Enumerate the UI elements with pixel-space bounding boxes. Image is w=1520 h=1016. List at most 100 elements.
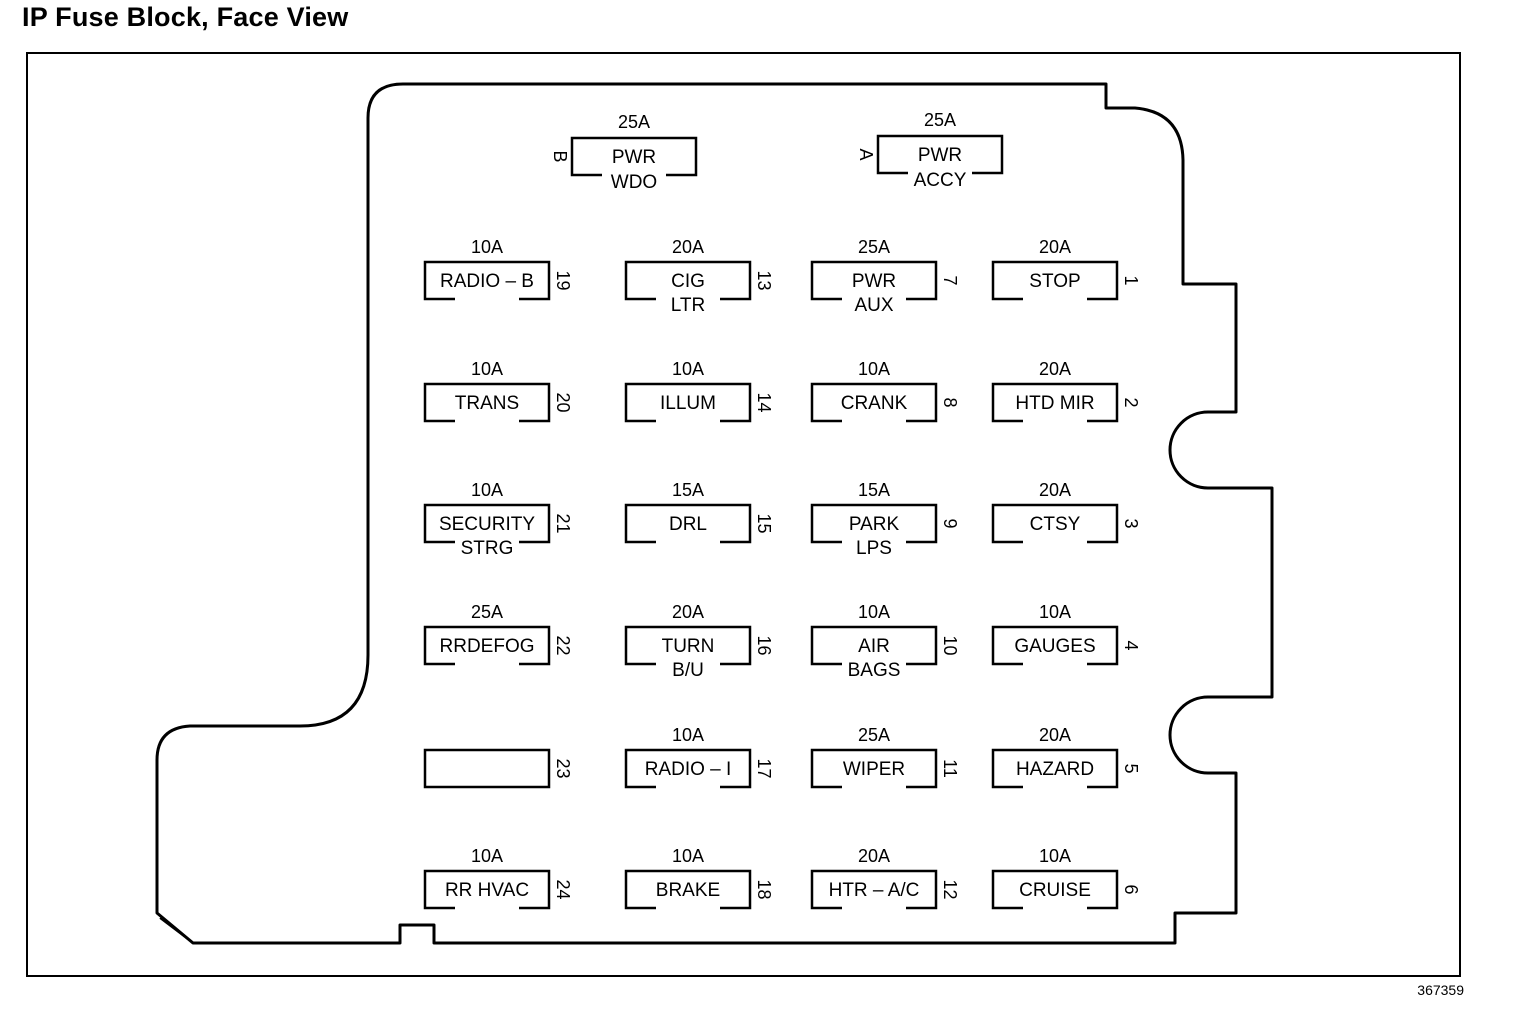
diagram-title: IP Fuse Block, Face View (22, 2, 349, 32)
fuse-amperage: 20A (1039, 480, 1071, 500)
fuse-amperage: 25A (858, 725, 890, 745)
fuse-number: 7 (940, 275, 960, 285)
fuse-body (991, 869, 1119, 910)
fuse-amperage: 25A (618, 112, 650, 132)
fuse-label: PWR (918, 145, 962, 166)
fuse-label: ILLUM (660, 393, 716, 414)
fuse-body (423, 748, 551, 789)
fuse-amperage: 10A (672, 359, 704, 379)
fuse-body (991, 503, 1119, 544)
fuse-amperage: 10A (471, 359, 503, 379)
fuse-label-line2: ACCY (914, 170, 967, 191)
fuse-id: A (856, 148, 876, 160)
fuse-23: 23 (423, 748, 573, 789)
fuse-label: PARK (849, 514, 900, 535)
fuse-body (624, 748, 752, 789)
fuse-amperage: 20A (1039, 359, 1071, 379)
fuse-label: RRDEFOG (440, 636, 535, 657)
fuse-body (810, 869, 938, 910)
fuse-amperage: 10A (1039, 602, 1071, 622)
fuse-24: 10A RR HVAC 24 (423, 846, 573, 910)
fuse-label: PWR (612, 147, 656, 168)
fuse-label: RADIO – B (440, 271, 534, 292)
fuse-label: CTSY (1030, 514, 1081, 535)
fuse-number: 17 (754, 758, 774, 778)
fuse-label: PWR (852, 271, 896, 292)
fuse-amperage: 10A (672, 725, 704, 745)
fuse-body (991, 748, 1119, 789)
fuse-body (423, 503, 551, 544)
fuse-label-line2: B/U (672, 660, 704, 681)
fuse-body (810, 625, 938, 666)
outer-frame (26, 52, 1461, 977)
fuse-body (810, 503, 938, 544)
fuse-number: 21 (553, 513, 573, 533)
fuse-number: 14 (754, 392, 774, 412)
fuse-amperage: 20A (672, 237, 704, 257)
fuse-3: 20A CTSY 3 (991, 480, 1141, 544)
fuse-label-line2: LTR (671, 295, 705, 316)
fuse-body (624, 869, 752, 910)
fuse-number: 5 (1121, 763, 1141, 773)
fuse-8: 10A CRANK 8 (810, 359, 960, 423)
fuse-amperage: 10A (471, 846, 503, 866)
fuse-amperage: 25A (924, 110, 956, 130)
fuse-amperage: 10A (471, 480, 503, 500)
fuse-number: 3 (1121, 518, 1141, 528)
fuse-20: 10A TRANS 20 (423, 359, 573, 423)
fuse-label-line2: AUX (854, 295, 893, 316)
fuse-label: HTD MIR (1015, 393, 1094, 414)
fuse-number: 24 (553, 879, 573, 899)
fuse-label: TURN (662, 636, 715, 657)
fuse-16: 20A TURN B/U 16 (624, 602, 774, 681)
fuse-number: 4 (1121, 640, 1141, 650)
fuse-number: 20 (553, 392, 573, 412)
fuse-amperage: 10A (672, 846, 704, 866)
fuse-body (570, 136, 698, 177)
fuse-number: 8 (940, 397, 960, 407)
fuse-label: HTR – A/C (829, 880, 920, 901)
fuse-label: HAZARD (1016, 759, 1094, 780)
fuse-body (423, 625, 551, 666)
fuse-label: RR HVAC (445, 880, 529, 901)
fuse-number: 22 (553, 635, 573, 655)
fuse-label: BRAKE (656, 880, 720, 901)
fuse-7: 25A PWR AUX 7 (810, 237, 960, 316)
fuse-number: 16 (754, 635, 774, 655)
fuse-amperage: 25A (858, 237, 890, 257)
fuse-A: 25A PWR ACCY A (856, 110, 1004, 191)
fuse-label: DRL (669, 514, 707, 535)
fuse-body (876, 134, 1004, 175)
fuse-number: 12 (940, 879, 960, 899)
fuse-amperage: 15A (858, 480, 890, 500)
fuse-amperage: 20A (858, 846, 890, 866)
fuse-label-line2: LPS (856, 538, 892, 559)
fuse-amperage: 15A (672, 480, 704, 500)
fuse-body (991, 260, 1119, 301)
fuse-body (991, 625, 1119, 666)
fuse-number: 15 (754, 513, 774, 533)
fuse-label: TRANS (455, 393, 519, 414)
fuse-amperage: 10A (858, 359, 890, 379)
fuse-label: CRANK (841, 393, 908, 414)
fuse-body (423, 869, 551, 910)
fuse-amperage: 20A (672, 602, 704, 622)
fuse-label: WIPER (843, 759, 905, 780)
fuse-label: CIG (671, 271, 705, 292)
fuse-body (624, 382, 752, 423)
fuse-body (624, 503, 752, 544)
fuse-label: SECURITY (439, 514, 535, 535)
